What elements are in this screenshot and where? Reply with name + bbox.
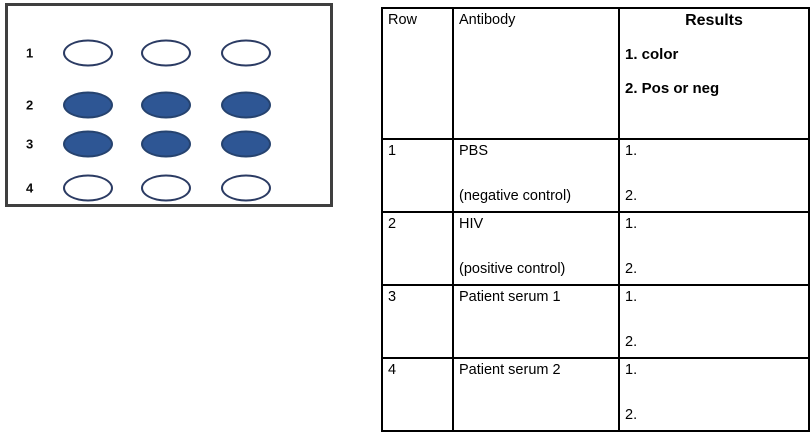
antibody-name-4: Patient serum 2 (459, 362, 561, 378)
table-row: 3 Patient serum 1 1. 2. (381, 284, 810, 359)
header-results-line-1: 1. color (625, 46, 679, 64)
well-r2-c1 (63, 91, 113, 119)
blot-row-label-3: 3 (26, 136, 34, 152)
header-cell-results: Results 1. color 2. Pos or neg (618, 7, 810, 140)
result-posneg-marker-4: 2. (625, 406, 638, 423)
blot-row-2: 2 (8, 91, 330, 119)
result-color-marker-1: 1. (625, 143, 638, 159)
well-r2-c2 (141, 91, 191, 119)
dot-blot-diagram-panel: 1 2 3 4 (5, 3, 333, 207)
well-r4-c3 (221, 174, 271, 202)
antibody-name-3: Patient serum 1 (459, 289, 561, 305)
results-cell-3[interactable]: 1. 2. (618, 284, 810, 359)
row-number-3: 3 (381, 284, 454, 359)
table-row: 2 HIV (positive control) 1. 2. (381, 211, 810, 286)
blot-row-4: 4 (8, 174, 330, 202)
header-results-line-2: 2. Pos or neg (625, 79, 720, 97)
header-cell-antibody: Antibody (452, 7, 620, 140)
row-number-2: 2 (381, 211, 454, 286)
blot-row-label-2: 2 (26, 97, 34, 113)
blot-row-3: 3 (8, 130, 330, 158)
antibody-name-2: HIV (459, 216, 484, 232)
blot-row-label-4: 4 (26, 180, 34, 196)
antibody-note-2: (positive control) (459, 260, 566, 277)
row-number-1: 1 (381, 138, 454, 213)
table-row: 4 Patient serum 2 1. 2. (381, 357, 810, 432)
well-r1-c3 (221, 39, 271, 67)
blot-row-1: 1 (8, 39, 330, 67)
table-header-row: Row Antibody Results 1. color 2. Pos or … (381, 7, 810, 140)
results-cell-2[interactable]: 1. 2. (618, 211, 810, 286)
table-row: 1 PBS (negative control) 1. 2. (381, 138, 810, 213)
result-color-marker-3: 1. (625, 289, 638, 305)
results-cell-1[interactable]: 1. 2. (618, 138, 810, 213)
result-posneg-marker-1: 2. (625, 187, 638, 204)
antibody-note-1: (negative control) (459, 187, 572, 204)
well-r4-c1 (63, 174, 113, 202)
result-posneg-marker-2: 2. (625, 260, 638, 277)
antibody-cell-3: Patient serum 1 (452, 284, 620, 359)
antibody-cell-2: HIV (positive control) (452, 211, 620, 286)
result-posneg-marker-3: 2. (625, 333, 638, 350)
blot-row-label-1: 1 (26, 45, 34, 61)
antibody-cell-1: PBS (negative control) (452, 138, 620, 213)
result-color-marker-4: 1. (625, 362, 638, 378)
header-cell-row: Row (381, 7, 454, 140)
antibody-cell-4: Patient serum 2 (452, 357, 620, 432)
well-r1-c2 (141, 39, 191, 67)
antibody-name-1: PBS (459, 143, 489, 159)
header-results-title: Results (685, 12, 743, 29)
well-r2-c3 (221, 91, 271, 119)
results-table: Row Antibody Results 1. color 2. Pos or … (381, 7, 810, 432)
row-number-4: 4 (381, 357, 454, 432)
well-r1-c1 (63, 39, 113, 67)
result-color-marker-2: 1. (625, 216, 638, 232)
results-cell-4[interactable]: 1. 2. (618, 357, 810, 432)
well-r3-c3 (221, 130, 271, 158)
well-r3-c1 (63, 130, 113, 158)
well-r3-c2 (141, 130, 191, 158)
well-r4-c2 (141, 174, 191, 202)
